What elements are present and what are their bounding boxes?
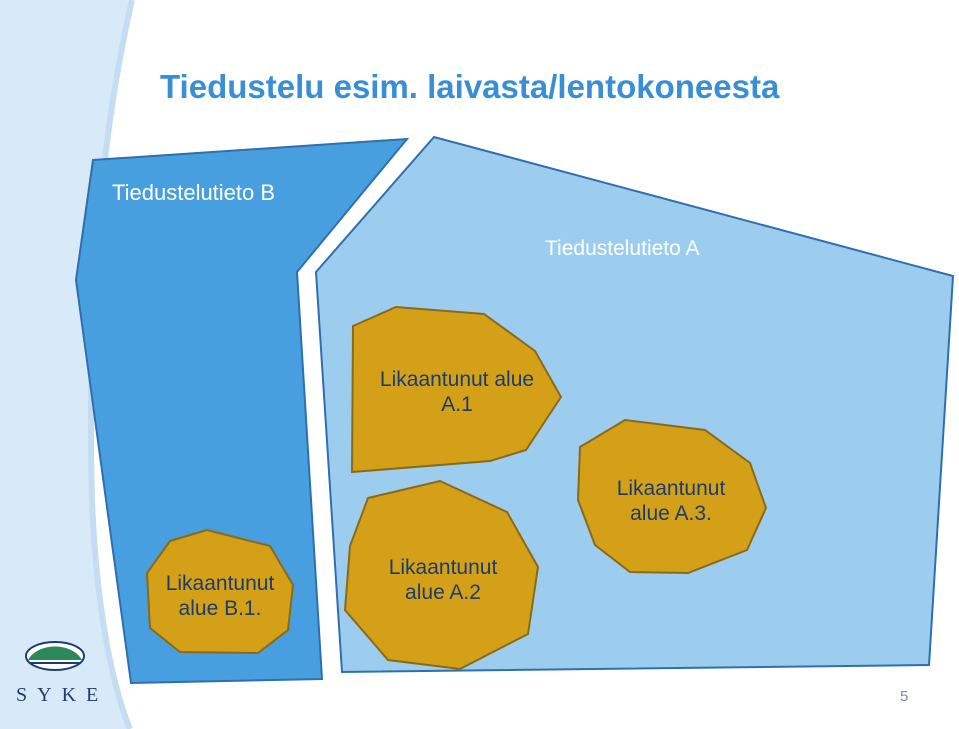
polluted-area-b1-line1: Likaantunut [165, 572, 275, 595]
polluted-area-a2-line1: Likaantunut [388, 556, 498, 579]
polluted-area-b1-line2: alue B.1. [178, 597, 262, 620]
polluted-area-b1-label: Likaantunut alue B.1. [150, 571, 290, 621]
polluted-area-b1-shape [145, 528, 295, 655]
polluted-area-a3-line1: Likaantunut [616, 477, 726, 500]
polluted-area-a1-line1: Likaantunut alue [379, 368, 535, 391]
polluted-area-a1-shape [350, 305, 563, 474]
region-a-label: Tiedustelutieto A [545, 237, 700, 260]
syke-logo-icon [25, 641, 85, 671]
region-b-label: Tiedustelutieto B [112, 180, 276, 205]
left-decorative-band-edge [88, 0, 135, 729]
page-number: 5 [900, 688, 909, 705]
region-b-shape [74, 137, 410, 685]
polluted-area-a3-line2: alue A.3. [630, 502, 712, 525]
polluted-area-a3-label: Likaantunut alue A.3. [593, 476, 749, 526]
polluted-area-a2-shape [343, 479, 540, 671]
polluted-area-a2-label: Likaantunut alue A.2 [370, 555, 516, 605]
slide-title: Tiedustelu esim. laivasta/lentokoneesta [160, 68, 780, 105]
syke-logo-text: SYKE [16, 684, 109, 706]
polluted-area-a3-shape [576, 418, 768, 575]
polluted-area-a1-line2: A.1 [441, 393, 473, 416]
polluted-area-a1-label: Likaantunut alue A.1 [357, 367, 557, 417]
polluted-area-a2-line2: alue A.2 [405, 581, 481, 604]
